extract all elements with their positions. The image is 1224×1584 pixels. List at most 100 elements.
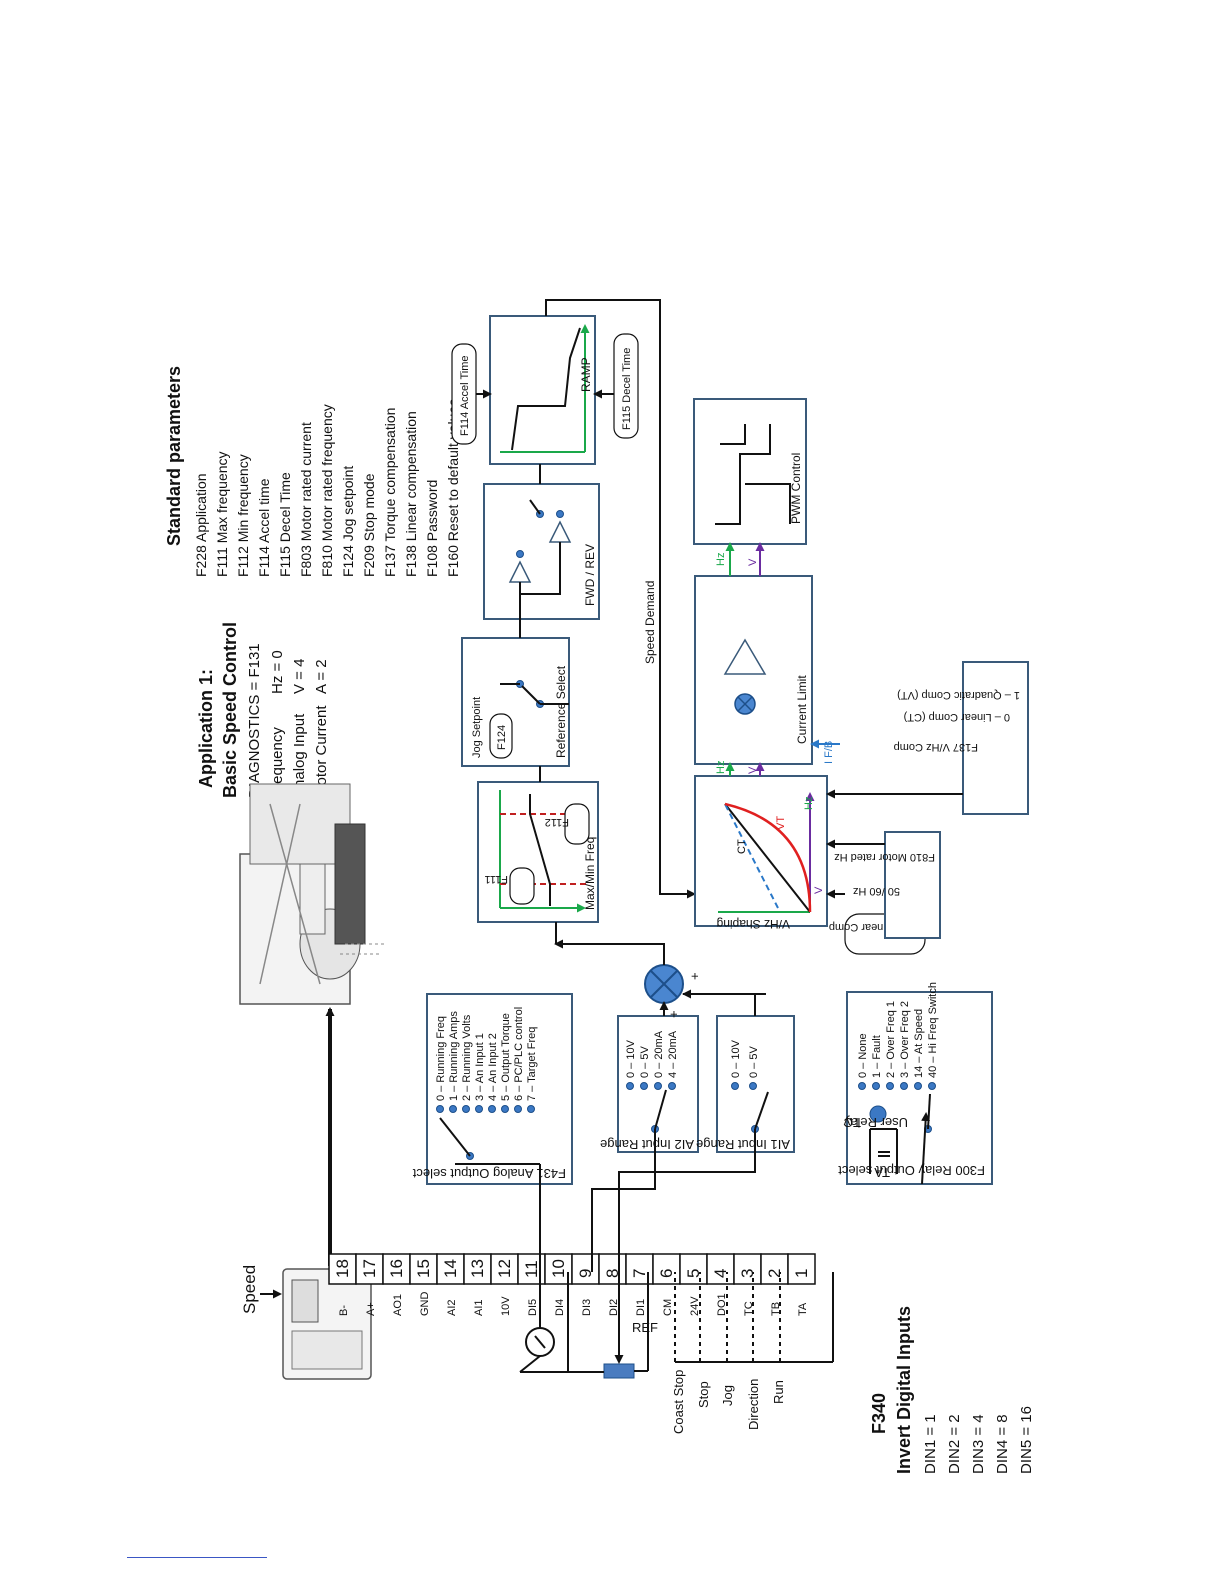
f137-line1: 0 – Linear Comp (CT) — [904, 711, 1010, 723]
terminal-strip: 18B-17A+16AO115GND14AI213AI11210V11DI510… — [328, 1253, 816, 1317]
standard-item: F228 Application — [193, 473, 209, 577]
terminal-name: GND — [419, 1292, 431, 1317]
current-caption: Current Limit — [795, 675, 809, 744]
f810-hz-label: 50 /60 Hz — [853, 885, 900, 897]
terminal-number: 18 — [333, 1259, 352, 1278]
app-title: Application 1: — [196, 669, 216, 788]
terminal-number: 6 — [657, 1269, 676, 1278]
pwm-hz-label: Hz — [715, 553, 727, 566]
application-title: Application 1: Basic Speed Control DIAGN… — [196, 622, 330, 798]
relay-option: 2 – Over Freq 1 — [885, 1001, 897, 1078]
terminal-number: 14 — [441, 1259, 460, 1278]
reference-select-block: Reference Select Jog Setpoint F124 — [461, 637, 570, 767]
vhz-v-label: V — [813, 886, 825, 894]
current-fb-label: I F/B — [823, 741, 835, 764]
fwdrev-caption: FWD / REV — [583, 544, 597, 606]
current-limit-block: Current Limit I F/B — [694, 575, 840, 774]
invert-title-code: F340 — [869, 1393, 889, 1434]
diagnostics-label: DIAGNOSTICS = F131 — [246, 643, 263, 798]
relay-option: 40 – Hi Freq Switch — [927, 982, 939, 1078]
terminal-name: DI2 — [608, 1299, 620, 1316]
ref-label: REF — [632, 1320, 658, 1335]
analog_out-option: 5 – Output Torque — [500, 1013, 512, 1101]
terminal-name: TA — [797, 1302, 809, 1316]
app-subtitle: Basic Speed Control — [220, 622, 240, 798]
relay-user-label: User Relay — [843, 1115, 908, 1130]
terminal-number: 9 — [576, 1269, 595, 1278]
terminal-number: 10 — [549, 1259, 568, 1278]
standard-item: F112 Min frequency — [235, 454, 251, 577]
ai2-option: 0 – 5V — [639, 1046, 651, 1078]
stop-label: Stop — [696, 1381, 711, 1408]
relay-tc-label: TC — [844, 1115, 861, 1130]
terminal-number: 7 — [630, 1269, 649, 1278]
vhz-caption: V/Hz Shaping — [717, 917, 790, 931]
relay-ta-label: TA — [874, 1165, 890, 1180]
input-wiring: REF Coast Stop Stop Jog Direction Run — [519, 1272, 834, 1434]
terminal-number: 17 — [360, 1259, 379, 1278]
ai2-caption: AI2 Input Range — [600, 1137, 694, 1152]
current-v-label: V — [747, 766, 759, 774]
terminal-name: DO1 — [716, 1293, 728, 1316]
terminal-name: AI2 — [446, 1299, 458, 1316]
diag-current-label: Motor Current — [313, 705, 330, 798]
terminal-name: AI1 — [473, 1299, 485, 1316]
analog_out-option: 7 – Target Freq — [526, 1027, 538, 1101]
terminal-name: 10V — [500, 1296, 512, 1316]
analog_out-option: 4 – An Input 2 — [487, 1033, 499, 1101]
analog-output-caption: F431 Analog Output select — [412, 1166, 566, 1181]
relay-caption: F300 Relay Output select — [838, 1163, 985, 1178]
vhz-ct-label: CT — [736, 839, 748, 854]
coast-stop-label: Coast Stop — [671, 1370, 686, 1434]
relay-option: 0 – None — [857, 1033, 869, 1078]
terminal-name: DI1 — [635, 1299, 647, 1316]
f112-label: F112 — [545, 816, 569, 828]
ai1-caption: AI1 Input Range — [696, 1137, 790, 1152]
diag-analog-value: V = 4 — [291, 659, 308, 694]
jog-label: Jog — [720, 1385, 735, 1406]
terminal-number: 4 — [711, 1269, 730, 1278]
ai2-option: 0 – 20mA — [653, 1030, 665, 1078]
analog_out-option: 2 – Running Volts — [461, 1014, 473, 1101]
vhz-shaping-block: V Hz CT VT V/Hz Shaping — [694, 775, 828, 931]
analog_out-option: 1 – Running Amps — [448, 1011, 460, 1101]
vhz-hz-label: Hz — [803, 797, 815, 810]
standard-item: F803 Motor rated current — [298, 422, 314, 577]
terminal-name: AO1 — [392, 1294, 404, 1316]
relay-option: 14 – At Speed — [913, 1009, 925, 1078]
terminal-1 — [787, 1253, 816, 1285]
invert-title: Invert Digital Inputs — [894, 1306, 914, 1474]
pwm-v-label: V — [747, 558, 759, 566]
terminal-number: 15 — [414, 1259, 433, 1278]
vhz-vt-label: VT — [775, 816, 787, 830]
maxmin-freq-block: F111 F112 Max/Min Freq — [477, 781, 599, 923]
relay-option: 1 – Fault — [871, 1035, 883, 1078]
maxmin-caption: Max/Min Freq — [583, 837, 597, 910]
terminal-number: 8 — [603, 1269, 622, 1278]
standard-item: F114 Accel time — [256, 478, 272, 577]
diag-frequency-label: Frequency — [269, 727, 286, 798]
ai2-option: 0 – 10V — [625, 1039, 637, 1078]
terminal-name: DI5 — [527, 1299, 539, 1316]
jog-setpoint-label: Jog Setpoint — [471, 697, 483, 758]
standard-item: F137 Torque compensation — [382, 408, 398, 577]
relay-coil-icon — [869, 1105, 887, 1123]
sum-plus-1: + — [666, 1010, 681, 1018]
standard-item: F138 Linear compensation — [403, 411, 419, 577]
sum-plus-2: + — [687, 972, 702, 980]
speed-demand-label: Speed Demand — [643, 581, 657, 664]
terminal-number: 13 — [468, 1259, 487, 1278]
terminal-name: DI4 — [554, 1299, 566, 1316]
invert-item: DIN4 = 8 — [994, 1414, 1011, 1474]
terminal-number: 2 — [765, 1269, 784, 1278]
summing-junction: + + — [554, 939, 766, 1018]
